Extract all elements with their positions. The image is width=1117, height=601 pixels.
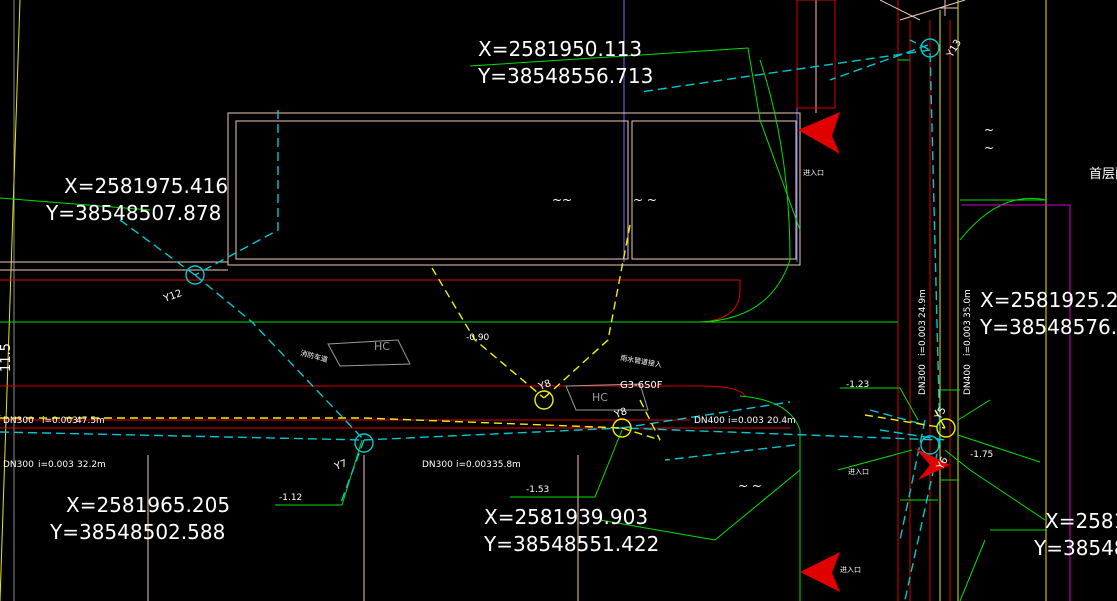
- coord-right-x: X=2581925.27: [980, 288, 1117, 312]
- coord-bottom-left-y: Y=38548502.588: [49, 520, 225, 544]
- entrance-arrow-top: [798, 112, 840, 154]
- green-linework: [0, 47, 1047, 601]
- elevation-123: -1.23: [846, 380, 869, 390]
- entrance-arrow-bottom: [800, 552, 840, 592]
- pipe-vert-left-length: 24.9m: [918, 289, 928, 318]
- tilde-4: ~: [984, 141, 994, 155]
- pipe-bottom-left-dn: DN300: [3, 460, 34, 470]
- pipe-top-left-length: 47.5m: [76, 416, 105, 426]
- node-mid-circle[interactable]: [612, 418, 632, 438]
- tilde-2: ~ ~: [633, 193, 657, 207]
- pipe-vert-right-length: 35.0m: [963, 289, 973, 318]
- building-outline: [0, 0, 817, 271]
- coord-top-x: X=2581950.113: [478, 37, 642, 61]
- entrance-arrow-mid: [915, 448, 950, 480]
- coord-left-y: Y=38548507.878: [45, 201, 221, 225]
- node-y13-circle[interactable]: [920, 38, 940, 58]
- node-y7-circle[interactable]: [354, 433, 374, 453]
- yellow-edge-line: [0, 0, 21, 601]
- label-hc-1: HC: [374, 340, 390, 353]
- coord-bottom-right-x: X=25819: [1045, 509, 1117, 533]
- pipe-right-mid-length: 20.4m: [767, 416, 796, 426]
- label-entrance-mid: 进入口: [848, 468, 869, 476]
- pipe-bottom-left-slope: i=0.003: [38, 460, 74, 470]
- node-y8-circle[interactable]: [534, 390, 554, 410]
- top-right-fragments: [879, 0, 966, 21]
- pipe-top-left-dn: DN300: [3, 416, 34, 426]
- pipe-bottom-mid-dn: DN300: [422, 460, 453, 470]
- coord-right-y: Y=38548576.5: [979, 315, 1117, 339]
- node-y5-circle[interactable]: [936, 418, 956, 438]
- label-entrance-top: 进入口: [803, 169, 824, 177]
- pipe-vert-left-dn: DN300: [918, 364, 928, 395]
- label-g3: G3-6S0F: [620, 380, 663, 391]
- label-y8: Y8: [536, 378, 552, 393]
- label-left-dim: 11.5: [0, 343, 14, 372]
- pipe-vert-right-slope: i=0.003: [963, 320, 973, 356]
- pipe-vert-right-dn: DN400: [963, 364, 973, 395]
- yellow-dashed-pipes: [0, 224, 946, 441]
- elevation-090: -0.90: [466, 333, 490, 343]
- pipe-top-left-slope: i=0.003: [42, 416, 78, 426]
- tilde-5: ~ ~: [738, 479, 762, 493]
- label-hc-2: HC: [592, 391, 608, 404]
- pipe-vert-left-slope: i=0.003: [918, 320, 928, 356]
- tilde-1: ~~: [552, 193, 572, 207]
- elevation-112: -1.12: [279, 493, 302, 503]
- coord-bottom-mid-x: X=2581939.903: [484, 505, 648, 529]
- label-side-text: 首层配: [1089, 167, 1117, 182]
- coord-bottom-left-x: X=2581965.205: [66, 493, 230, 517]
- elevation-153: -1.53: [526, 485, 549, 495]
- cyan-dashed-pipes: [0, 39, 946, 601]
- label-y7: Y7: [332, 458, 348, 473]
- coord-left-x: X=2581975.416: [64, 174, 228, 198]
- pipe-right-mid-slope: i=0.003: [728, 416, 764, 426]
- label-entrance-bottom: 进入口: [840, 566, 861, 574]
- node-y6-circle[interactable]: [920, 435, 940, 455]
- coord-top-y: Y=38548556.713: [477, 64, 653, 88]
- node-y12-circle[interactable]: [185, 265, 205, 285]
- pipe-bottom-mid-slope: i=0.003: [456, 460, 492, 470]
- hc-boxes: [327, 339, 649, 411]
- magenta-boundary: [962, 204, 1071, 601]
- label-y8-b: Y8: [612, 406, 628, 421]
- elevation-175: -1.75: [970, 450, 993, 460]
- coord-bottom-right-y: Y=38548: [1033, 536, 1117, 560]
- pipe-bottom-mid-length: 35.8m: [492, 460, 521, 470]
- tilde-3: ~: [984, 123, 994, 137]
- pipe-bottom-left-length: 32.2m: [77, 460, 106, 470]
- pipe-right-mid-dn: DN400: [694, 416, 725, 426]
- coord-bottom-mid-y: Y=38548551.422: [483, 532, 659, 556]
